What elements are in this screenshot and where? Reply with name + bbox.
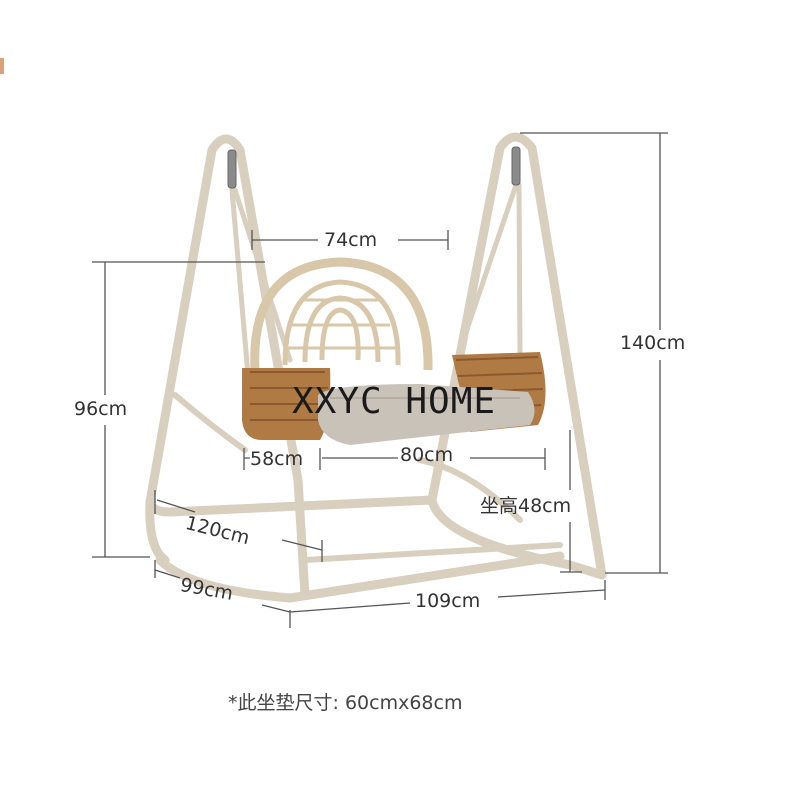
- accent-mark: [0, 58, 4, 74]
- dimension-label-seat-back-height: 96cm: [74, 398, 128, 420]
- dimension-label-seat-depth: 58cm: [250, 448, 304, 470]
- hook-icon: [227, 146, 521, 189]
- dimension-label-total-height: 140cm: [620, 332, 686, 354]
- hanging-ropes: [229, 182, 523, 378]
- chair-backrest: [250, 257, 433, 371]
- cushion-size-note: *此坐垫尺寸: 60cmx68cm: [228, 692, 463, 714]
- dimension-lines: [92, 132, 668, 628]
- dimension-label-base-width: 109cm: [415, 590, 481, 612]
- dimension-label-seat-width: 80cm: [400, 444, 454, 466]
- watermark-text: XXYC HOME: [292, 381, 497, 422]
- dimension-label-seat-height: 坐高48cm: [480, 495, 572, 517]
- chair-seat-basket: [242, 352, 546, 445]
- dimension-label-back-width: 74cm: [324, 229, 378, 251]
